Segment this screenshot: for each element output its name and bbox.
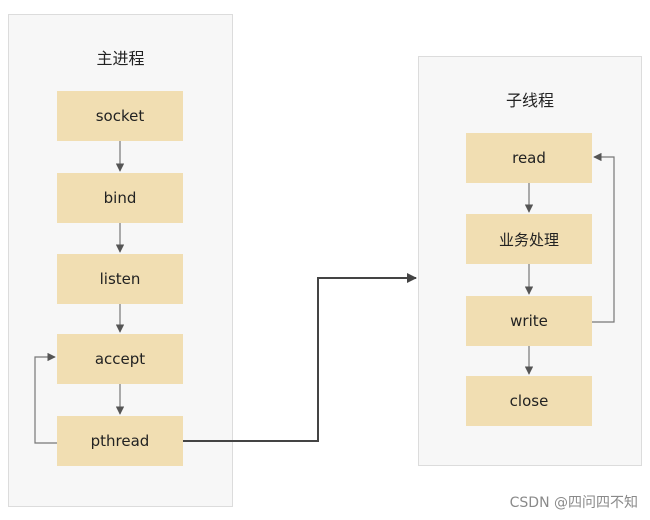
step-listen: listen [57, 254, 183, 304]
step-accept: accept [57, 334, 183, 384]
step-write: write [466, 296, 592, 346]
step-close: close [466, 376, 592, 426]
watermark: CSDN @四问四不知 [509, 495, 638, 511]
step-business-logic: 业务处理 [466, 214, 592, 264]
step-pthread: pthread [57, 416, 183, 466]
main-process-title: 主进程 [96, 49, 145, 68]
step-read: read [466, 133, 592, 183]
step-bind: bind [57, 173, 183, 223]
arrow-loop-write-read [592, 152, 615, 323]
step-socket: socket [57, 91, 183, 141]
arrow-pthread-to-thread [183, 273, 417, 442]
arrow-loop-pthread-accept [34, 352, 57, 444]
child-thread-title: 子线程 [505, 91, 554, 110]
